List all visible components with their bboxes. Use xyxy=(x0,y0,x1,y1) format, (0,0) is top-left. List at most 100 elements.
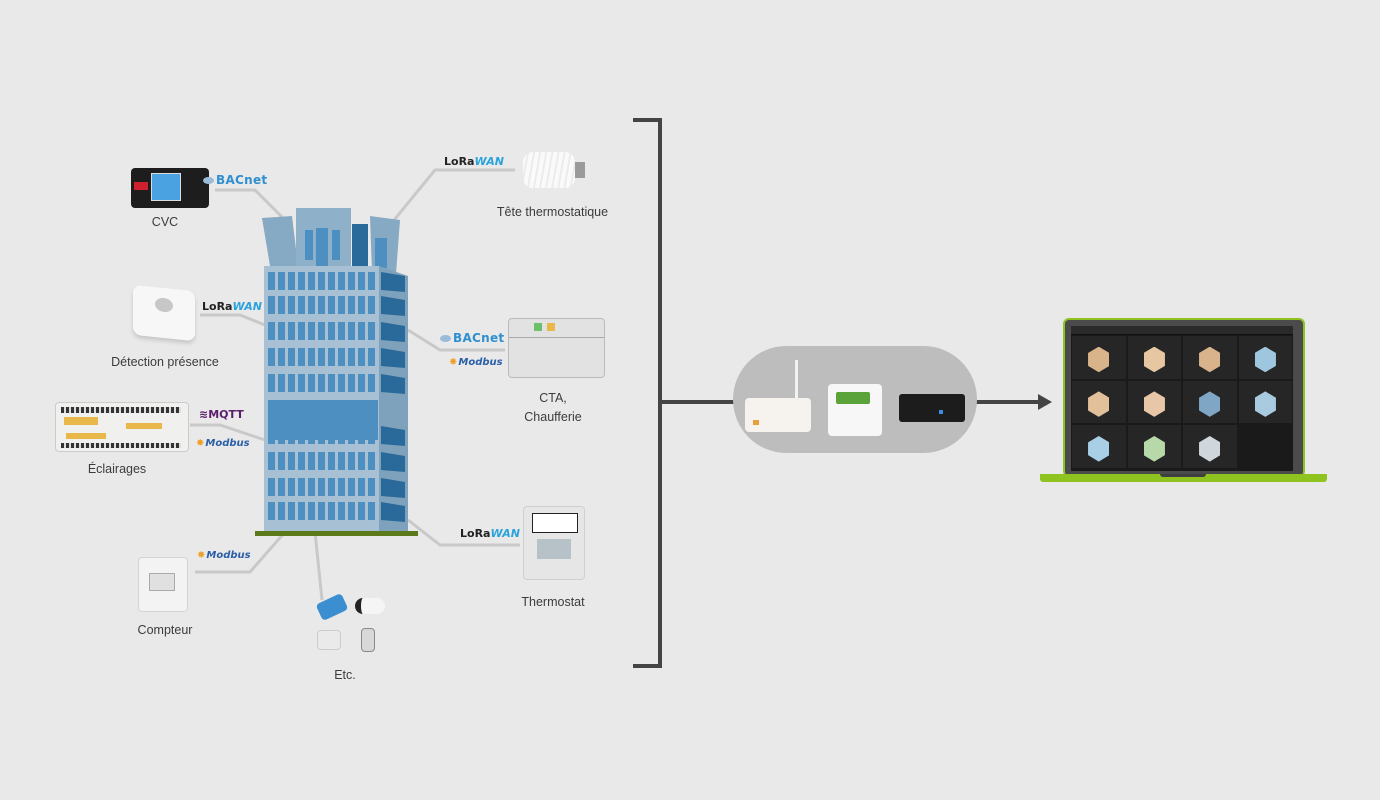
building-window xyxy=(308,478,315,496)
building-side-window xyxy=(381,322,405,342)
room-isometric-icon xyxy=(1088,391,1110,417)
building-window xyxy=(358,296,365,314)
connector-compteur xyxy=(195,531,287,574)
building-window xyxy=(298,478,305,496)
connector-etc xyxy=(313,531,324,601)
badge-lorawan-presence: LoRaWAN xyxy=(202,300,262,313)
laptop-screen xyxy=(1071,326,1293,471)
screen-tiles-grid xyxy=(1071,335,1293,469)
dashboard-room-tile[interactable] xyxy=(1183,425,1237,468)
building-side-window xyxy=(381,374,405,394)
label-cta: CTA, Chaufferie xyxy=(513,389,593,427)
building-window xyxy=(328,272,335,290)
dashboard-room-tile[interactable] xyxy=(1072,425,1126,468)
arrow-head xyxy=(1038,394,1052,410)
connector-presence xyxy=(200,313,266,327)
building-ground xyxy=(255,531,418,536)
building-window xyxy=(328,452,335,470)
connector-cta xyxy=(407,328,505,352)
building-window xyxy=(348,452,355,470)
building-side-window xyxy=(381,452,405,472)
dashboard-room-tile[interactable] xyxy=(1072,380,1126,424)
room-isometric-icon xyxy=(1199,346,1221,373)
etc-sensor-roll xyxy=(355,598,385,614)
building-window xyxy=(298,452,305,470)
building-window xyxy=(368,296,375,314)
dashboard-room-tile[interactable] xyxy=(1127,425,1181,468)
building-side-window xyxy=(381,502,405,522)
dashboard-room-tile[interactable] xyxy=(1127,336,1181,379)
building-side-window xyxy=(381,348,405,368)
building-window xyxy=(318,348,325,366)
laptop xyxy=(1063,318,1305,477)
dashboard-room-tile[interactable] xyxy=(1183,336,1237,379)
building-window xyxy=(298,322,305,340)
building-window xyxy=(308,502,315,520)
building-window xyxy=(348,322,355,340)
building-window xyxy=(318,322,325,340)
building-window xyxy=(298,296,305,314)
building-window xyxy=(308,348,315,366)
label-etc: Etc. xyxy=(334,668,356,682)
building-window xyxy=(318,296,325,314)
mini-pc-icon xyxy=(899,394,965,422)
room-isometric-icon xyxy=(1143,391,1165,417)
badge-lorawan-thermostat: LoRaWAN xyxy=(460,527,520,540)
building-side-window xyxy=(381,478,405,498)
room-isometric-icon xyxy=(1088,346,1110,373)
building-window xyxy=(288,374,295,392)
building-window xyxy=(308,272,315,290)
building-window xyxy=(358,374,365,392)
etc-sensor-box xyxy=(317,630,341,650)
building-window xyxy=(368,374,375,392)
label-eclairages: Éclairages xyxy=(87,462,147,476)
label-presence: Détection présence xyxy=(111,355,219,369)
building-window xyxy=(358,452,365,470)
building-window xyxy=(278,296,285,314)
building-window xyxy=(278,272,285,290)
building-window xyxy=(318,478,325,496)
etc-sensor-tag xyxy=(361,628,375,652)
dashboard-room-tile[interactable] xyxy=(1127,380,1181,424)
building-window xyxy=(368,322,375,340)
building-window xyxy=(368,478,375,496)
presence-sensor-device xyxy=(133,284,195,342)
badge-mqtt-eclairages: ≋MQTT xyxy=(199,408,244,421)
dashboard-room-tile[interactable] xyxy=(1072,336,1126,379)
building-side-window xyxy=(381,296,405,316)
building-window xyxy=(268,272,275,290)
room-isometric-icon xyxy=(1088,435,1110,462)
room-isometric-icon xyxy=(1199,391,1221,417)
thermostat-device xyxy=(523,506,585,580)
building-window xyxy=(338,322,345,340)
building-window xyxy=(368,272,375,290)
badge-bacnet-cta: BACnet xyxy=(440,331,504,345)
dashboard-room-tile[interactable] xyxy=(1238,380,1292,424)
building-window xyxy=(358,502,365,520)
room-isometric-icon xyxy=(1143,435,1165,462)
building-window xyxy=(278,322,285,340)
label-compteur: Compteur xyxy=(137,623,193,637)
room-isometric-icon xyxy=(1254,346,1276,373)
building-window xyxy=(328,502,335,520)
building-window xyxy=(268,322,275,340)
label-thermostat: Thermostat xyxy=(521,595,585,609)
din-rail-gateway-icon xyxy=(828,384,882,436)
building-window xyxy=(288,478,295,496)
connector-eclairages xyxy=(190,423,266,442)
building-side-window xyxy=(381,426,405,446)
building-window xyxy=(318,502,325,520)
building-window xyxy=(288,296,295,314)
building-window xyxy=(268,452,275,470)
badge-modbus-eclairages: ✸Modbus xyxy=(196,438,250,449)
bracket xyxy=(633,118,662,668)
dashboard-room-tile[interactable] xyxy=(1183,380,1237,424)
building-window xyxy=(308,452,315,470)
dashboard-room-tile[interactable] xyxy=(1238,336,1292,379)
building-window xyxy=(358,272,365,290)
building-window xyxy=(338,296,345,314)
building-window xyxy=(338,502,345,520)
badge-lorawan-tete: LoRaWAN xyxy=(444,155,504,168)
label-tete: Tête thermostatique xyxy=(496,205,609,219)
